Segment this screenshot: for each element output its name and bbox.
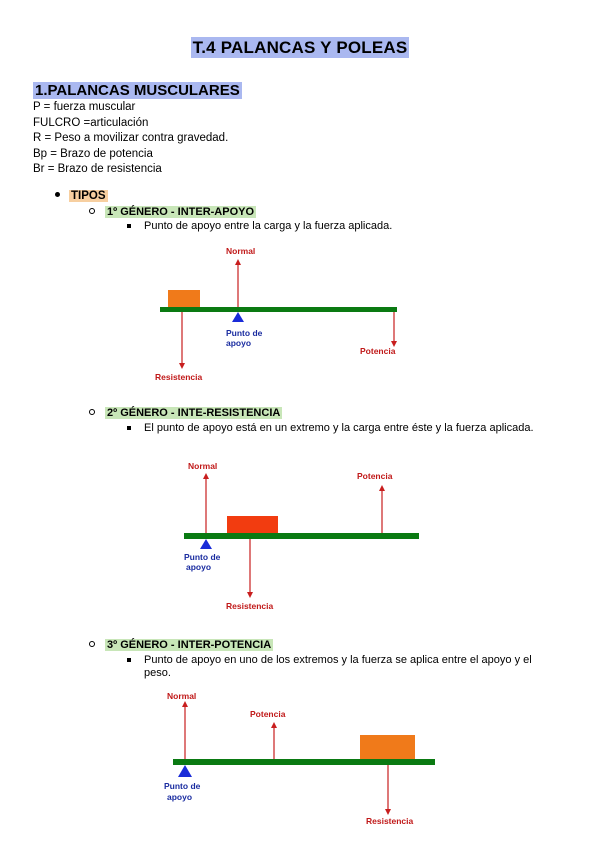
load-box	[360, 735, 415, 759]
apoyo-label-1: Punto de	[226, 328, 263, 338]
genero-2-description: El punto de apoyo está en un extremo y l…	[127, 422, 547, 435]
tipos-label: TIPOS	[69, 190, 108, 202]
fulcrum-icon	[200, 539, 212, 549]
apoyo-label-2: apoyo	[226, 338, 251, 348]
apoyo-label-1: Punto de	[164, 781, 201, 791]
load-box	[227, 516, 278, 533]
genero-2-heading: 2º GÉNERO - INTE-RESISTENCIA	[89, 407, 283, 419]
lever-diagram-3: Normal Punto de apoyo Potencia Resistenc…	[164, 691, 435, 826]
fulcrum-icon	[232, 312, 244, 322]
bullet-square-icon	[127, 426, 131, 430]
genero-3-heading-text: 3º GÉNERO - INTER-POTENCIA	[105, 639, 274, 651]
normal-label: Normal	[226, 246, 255, 256]
genero-3-heading: 3º GÉNERO - INTER-POTENCIA	[89, 639, 274, 651]
bullet-square-icon	[127, 658, 131, 662]
section-heading: 1.PALANCAS MUSCULARES	[33, 82, 242, 99]
definition-item: Br = Brazo de resistencia	[33, 163, 162, 175]
normal-label: Normal	[167, 691, 196, 701]
page-title: T.4 PALANCAS Y POLEAS	[0, 37, 600, 58]
potencia-label: Potencia	[357, 471, 393, 481]
bullet-dot-icon	[55, 192, 60, 198]
genero-2-description-text: El punto de apoyo está en un extremo y l…	[144, 422, 534, 434]
apoyo-label-1: Punto de	[184, 552, 221, 562]
definition-item: Bp = Brazo de potencia	[33, 147, 153, 160]
genero-2-heading-text: 2º GÉNERO - INTE-RESISTENCIA	[105, 407, 283, 419]
genero-3-description-text: Punto de apoyo en uno de los extremos y …	[144, 654, 532, 679]
genero-1-description: Punto de apoyo entre la carga y la fuerz…	[127, 220, 547, 233]
resistencia-label: Resistencia	[226, 601, 274, 611]
bullet-circle-icon	[89, 409, 95, 416]
potencia-label: Potencia	[250, 709, 286, 719]
tipos-bullet: TIPOS	[55, 190, 108, 202]
lever-diagram-2: Normal Punto de apoyo Resistencia Potenc…	[184, 461, 419, 611]
bullet-square-icon	[127, 224, 131, 228]
apoyo-label-2: apoyo	[167, 792, 192, 802]
genero-3-description: Punto de apoyo en uno de los extremos y …	[127, 654, 547, 680]
resistencia-label: Resistencia	[155, 372, 203, 382]
page-title-text: T.4 PALANCAS Y POLEAS	[190, 37, 410, 58]
bullet-circle-icon	[89, 641, 95, 648]
load-box	[168, 290, 200, 307]
definition-item: P = fuerza muscular	[33, 101, 136, 113]
genero-1-heading: 1º GÉNERO - INTER-APOYO	[89, 206, 257, 218]
fulcrum-icon	[178, 765, 192, 777]
bullet-circle-icon	[89, 208, 95, 215]
lever-bar	[184, 533, 419, 539]
potencia-label: Potencia	[360, 346, 396, 356]
apoyo-label-2: apoyo	[186, 562, 211, 572]
definition-item: R = Peso a movilizar contra gravedad.	[33, 132, 229, 144]
definitions-list: P = fuerza muscular FULCRO =articulación…	[33, 100, 228, 178]
normal-label: Normal	[188, 461, 217, 471]
resistencia-label: Resistencia	[366, 816, 414, 826]
lever-diagram-1: Normal Punto de apoyo Resistencia Potenc…	[155, 246, 397, 382]
lever-bar	[173, 759, 435, 765]
genero-1-description-text: Punto de apoyo entre la carga y la fuerz…	[144, 220, 393, 232]
genero-1-heading-text: 1º GÉNERO - INTER-APOYO	[105, 206, 257, 218]
definition-item: FULCRO =articulación	[33, 116, 149, 129]
lever-bar	[160, 307, 397, 312]
